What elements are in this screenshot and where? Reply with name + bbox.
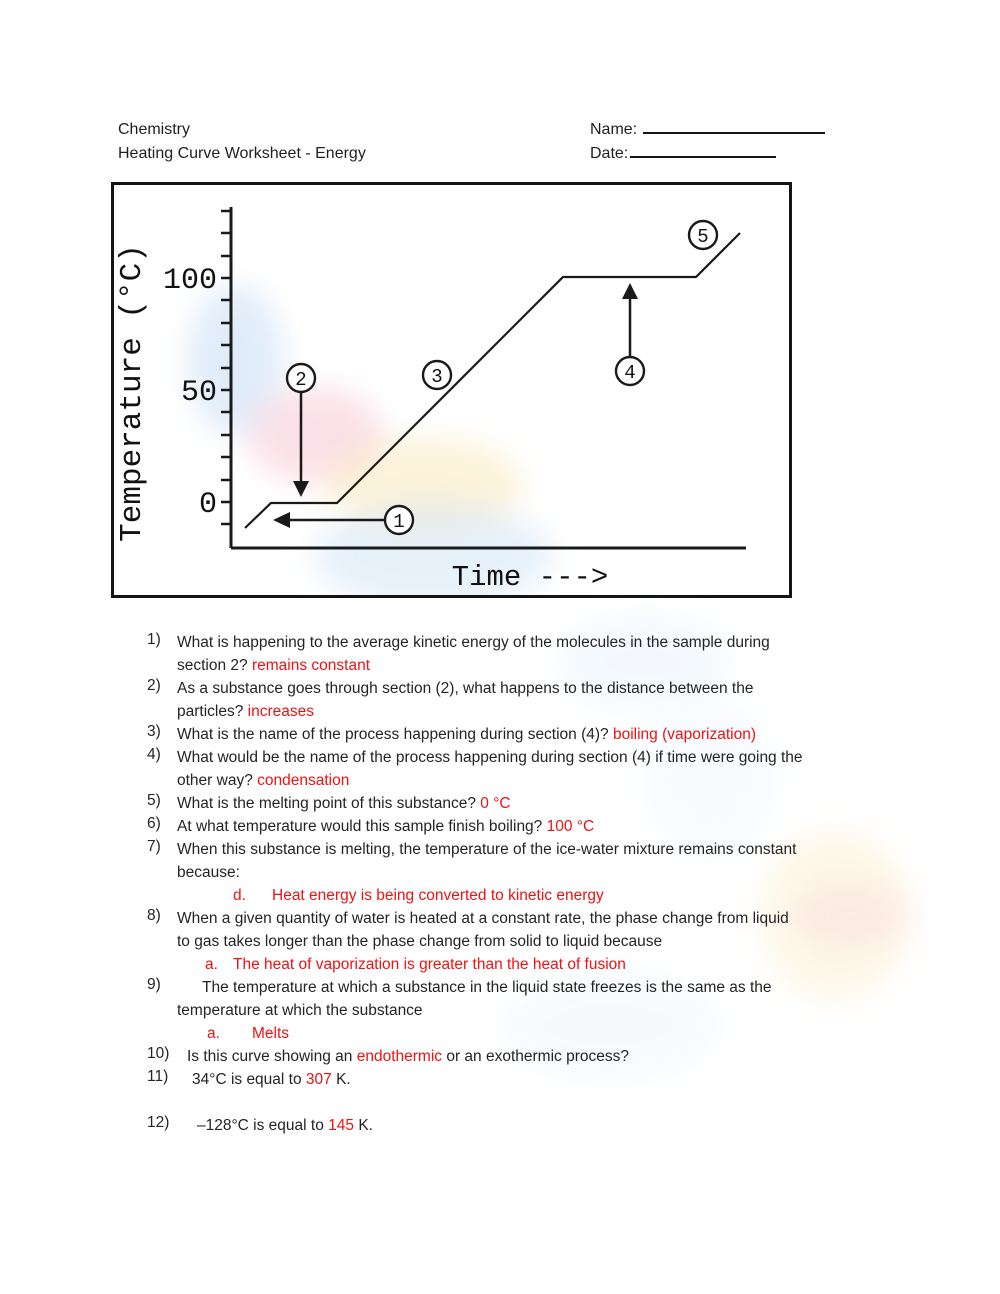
name-blank-line: [643, 118, 826, 134]
marker5-label: 5: [697, 226, 708, 248]
answer-text: Heat energy is being converted to kineti…: [272, 887, 604, 904]
question-line: Is this curve showing an endothermic or …: [187, 1048, 629, 1065]
question-line: to gas takes longer than the phase chang…: [177, 933, 663, 950]
question-1: 1) What is happening to the average kine…: [147, 631, 917, 677]
questions-list: 1) What is happening to the average kine…: [147, 631, 917, 1137]
header-left: Chemistry Heating Curve Worksheet - Ener…: [118, 118, 366, 166]
question-number: 6): [147, 815, 161, 832]
question-8: 8) When a given quantity of water is hea…: [147, 907, 917, 976]
y-tick-100: 100: [163, 264, 217, 298]
question-line: section 2? remains constant: [177, 657, 370, 674]
heating-curve-graph: 100 50 0 Temperature (°C) Time ---> 1 2 …: [111, 182, 792, 598]
answer-line: a. Melts: [177, 1022, 917, 1045]
answer-text: 307: [305, 1071, 332, 1088]
course-title: Chemistry: [118, 121, 191, 138]
question-line: What is happening to the average kinetic…: [177, 634, 770, 651]
question-line: When this substance is melting, the temp…: [177, 841, 797, 858]
question-line: What is the name of the process happenin…: [177, 726, 757, 743]
question-line: When a given quantity of water is heated…: [177, 910, 789, 927]
answer-text: Melts: [252, 1025, 290, 1042]
marker1-label: 1: [393, 511, 404, 533]
y-axis-label: Temperature (°C): [115, 244, 150, 542]
marker4-circle: [614, 355, 646, 387]
question-number: 2): [147, 677, 161, 694]
question-12: 12) –128°C is equal to 145 K.: [147, 1114, 917, 1137]
date-row: Date:: [590, 142, 825, 166]
question-line: other way? condensation: [177, 772, 350, 789]
question-line: What is the melting point of this substa…: [177, 795, 511, 812]
marker2-circle: [285, 362, 317, 394]
question-number: 3): [147, 723, 161, 740]
marker4-arrowhead: [622, 283, 638, 299]
question-7: 7) When this substance is melting, the t…: [147, 838, 917, 907]
answer-text: boiling (vaporization): [612, 726, 757, 743]
question-line: The temperature at which a substance in …: [202, 979, 772, 996]
question-9: 9) The temperature at which a substance …: [147, 976, 917, 1045]
date-blank-line: [630, 142, 777, 158]
answer-text: increases: [247, 703, 314, 720]
heating-curve-line: [244, 232, 741, 529]
answer-text: 145: [328, 1117, 355, 1134]
answer-line: d. Heat energy is being converted to kine…: [177, 884, 917, 907]
question-line: 34°C is equal to 307 K.: [192, 1071, 351, 1088]
y-axis-ticks: [221, 209, 231, 526]
question-3: 3) What is the name of the process happe…: [147, 723, 917, 746]
y-tick-0: 0: [199, 488, 217, 522]
question-line: –128°C is equal to 145 K.: [197, 1117, 373, 1134]
question-number: 8): [147, 907, 161, 924]
question-2: 2) As a substance goes through section (…: [147, 677, 917, 723]
y-tick-50: 50: [181, 376, 217, 410]
marker1-circle: [383, 504, 415, 536]
name-label: Name:: [590, 121, 638, 138]
name-row: Name:: [590, 118, 826, 142]
worksheet-title: Heating Curve Worksheet - Energy: [118, 145, 366, 162]
answer-letter: a.: [205, 956, 218, 973]
answer-text: The heat of vaporization is greater than…: [233, 956, 626, 973]
question-4: 4) What would be the name of the process…: [147, 746, 917, 792]
question-number: 10): [147, 1045, 170, 1062]
question-5: 5) What is the melting point of this sub…: [147, 792, 917, 815]
answer-letter: a.: [207, 1025, 220, 1042]
question-line: As a substance goes through section (2),…: [177, 680, 754, 697]
date-label: Date:: [590, 145, 629, 162]
question-line: What would be the name of the process ha…: [177, 749, 803, 766]
question-number: 4): [147, 746, 161, 763]
axes: [229, 207, 746, 550]
answer-text: 0 °C: [480, 795, 511, 812]
question-number: 5): [147, 792, 161, 809]
question-number: 12): [147, 1114, 170, 1131]
question-number: 7): [147, 838, 161, 855]
marker4-label: 4: [624, 362, 635, 384]
marker2-arrowhead: [293, 481, 309, 497]
question-6: 6) At what temperature would this sample…: [147, 815, 917, 838]
question-10: 10) Is this curve showing an endothermic…: [147, 1045, 917, 1068]
question-11: 11) 34°C is equal to 307 K.: [147, 1068, 917, 1091]
heating-curve-svg: 100 50 0 Temperature (°C) Time ---> 1 2 …: [115, 207, 746, 594]
answer-text: remains constant: [251, 657, 370, 674]
question-number: 1): [147, 631, 161, 648]
answer-text: endothermic: [356, 1048, 443, 1065]
answer-letter: d.: [233, 887, 246, 904]
question-number: 9): [147, 976, 161, 993]
x-axis-label: Time --->: [452, 561, 609, 594]
marker1-arrowhead: [273, 512, 290, 528]
marker2-label: 2: [295, 369, 306, 391]
answer-text: condensation: [257, 772, 350, 789]
marker3-label: 3: [431, 366, 442, 388]
question-line: particles? increases: [177, 703, 314, 720]
marker3-circle: [421, 359, 453, 391]
marker5-circle: [687, 219, 719, 251]
question-line: At what temperature would this sample fi…: [177, 818, 595, 835]
answer-text: 100 °C: [546, 818, 595, 835]
question-number: 11): [147, 1068, 169, 1085]
answer-line: a. The heat of vaporization is greater th…: [177, 953, 917, 976]
header-right: Name: Date:: [590, 118, 826, 166]
question-line: temperature at which the substance: [177, 1002, 423, 1019]
question-line: because:: [177, 864, 240, 881]
